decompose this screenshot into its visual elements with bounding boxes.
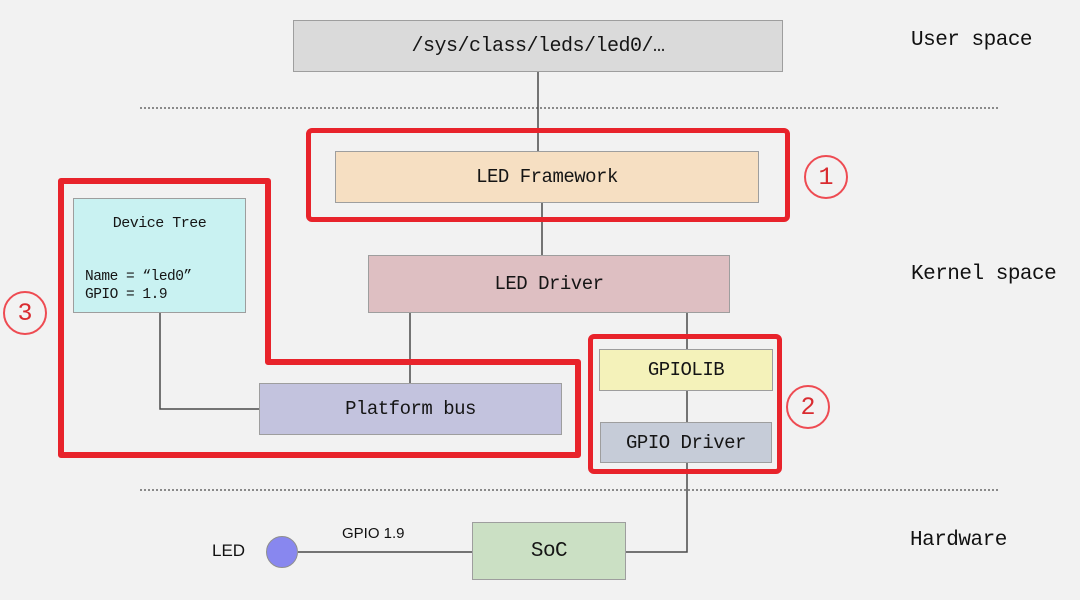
- device-tree-box: Device Tree Name = “led0” GPIO = 1.9: [73, 198, 246, 313]
- led-driver-label: LED Driver: [494, 273, 604, 295]
- annotation-region-1-led-framework: [306, 128, 790, 222]
- annotation-region-2-gpio-stack: [588, 334, 782, 474]
- platform-bus-label: Platform bus: [345, 398, 476, 420]
- gpio-driver-box: GPIO Driver: [600, 422, 772, 463]
- marker-3-number: 3: [17, 298, 33, 328]
- gpio-pin-label: GPIO 1.9: [342, 525, 405, 542]
- wire-devicetree-to-platformbus: [159, 313, 259, 410]
- led-driver-box: LED Driver: [368, 255, 730, 313]
- platform-bus-box: Platform bus: [259, 383, 562, 435]
- userspace-kernel-separator: [140, 107, 998, 109]
- marker-1-number: 1: [818, 162, 834, 192]
- marker-2-number: 2: [800, 392, 816, 422]
- annotation-region-3-outline: [58, 178, 581, 458]
- device-tree-name-property: Name = “led0”: [85, 269, 192, 285]
- wire-driver-to-soc-via-gpio: [626, 313, 688, 553]
- soc-box: SoC: [472, 522, 626, 580]
- led-framework-label: LED Framework: [476, 166, 618, 188]
- hardware-layer-label: Hardware: [910, 529, 1007, 552]
- marker-circle-2: 2: [786, 385, 830, 429]
- device-tree-title: Device Tree: [112, 215, 207, 232]
- kernel-hardware-separator: [140, 489, 998, 491]
- gpiolib-box: GPIOLIB: [599, 349, 773, 391]
- marker-circle-3: 3: [3, 291, 47, 335]
- led-text-label: LED: [212, 541, 246, 560]
- led-framework-box: LED Framework: [335, 151, 759, 203]
- soc-label: SoC: [530, 539, 568, 563]
- user-space-layer-label: User space: [911, 29, 1033, 52]
- marker-circle-1: 1: [804, 155, 848, 199]
- gpio-driver-label: GPIO Driver: [626, 431, 746, 454]
- sysfs-path-label: /sys/class/leds/led0/…: [411, 34, 665, 58]
- device-tree-gpio-property: GPIO = 1.9: [85, 287, 168, 303]
- gpiolib-label: GPIOLIB: [647, 359, 725, 381]
- sysfs-path-box: /sys/class/leds/led0/…: [293, 20, 783, 72]
- led-dot: [266, 536, 298, 568]
- kernel-space-layer-label: Kernel space: [911, 263, 1057, 286]
